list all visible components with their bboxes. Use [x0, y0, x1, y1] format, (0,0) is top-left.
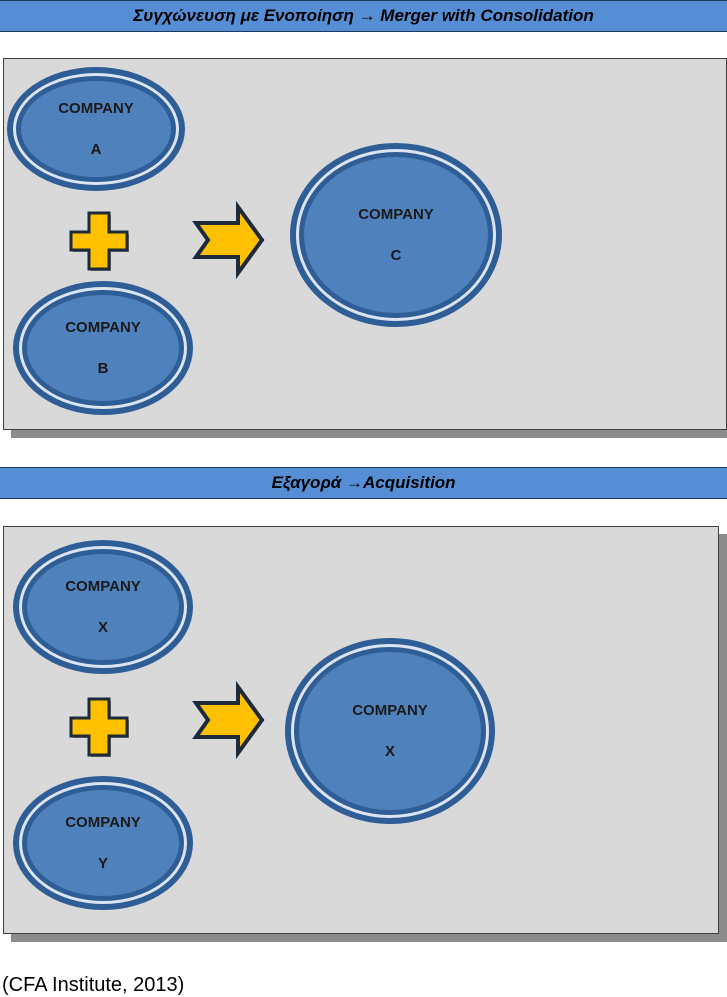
- company-label: COMPANY: [352, 702, 428, 719]
- company-label: COMPANY: [65, 578, 141, 595]
- citation-text: (CFA Institute, 2013): [2, 974, 185, 996]
- arrow-right-icon: [192, 200, 265, 280]
- company-name: B: [97, 360, 109, 377]
- section-title-merger: Συγχώνευση με Ενοποίηση → Merger with Co…: [0, 0, 727, 32]
- company-name: C: [390, 247, 402, 264]
- company-label: COMPANY: [58, 100, 134, 117]
- company-name: Y: [97, 855, 108, 872]
- plus-icon: [69, 697, 129, 757]
- section-title-text: Εξαγορά →Acquisition: [271, 473, 456, 492]
- company-label: COMPANY: [65, 319, 141, 336]
- company-c-ellipse: COMPANY C: [290, 143, 502, 327]
- acquisition-diagram-panel: COMPANY X COMPANY X COMPANY Y: [3, 526, 719, 934]
- company-x-result-ellipse: COMPANY X: [285, 638, 495, 824]
- company-label: COMPANY: [65, 814, 141, 831]
- company-b-ellipse: COMPANY B: [13, 281, 193, 415]
- plus-icon: [69, 211, 129, 271]
- arrow-right-icon: [192, 680, 265, 760]
- section-title-text: Συγχώνευση με Ενοποίηση → Merger with Co…: [133, 6, 594, 25]
- company-y-ellipse: COMPANY Y: [13, 776, 193, 910]
- company-x-ellipse: COMPANY X: [13, 540, 193, 674]
- company-name: X: [384, 743, 395, 760]
- company-name: A: [90, 141, 102, 158]
- merger-diagram-panel: COMPANY A COMPANY C COMPANY B: [3, 58, 727, 430]
- company-a-ellipse: COMPANY A: [7, 67, 185, 191]
- company-name: X: [97, 619, 108, 636]
- section-title-acquisition: Εξαγορά →Acquisition: [0, 467, 727, 499]
- company-label: COMPANY: [358, 206, 434, 223]
